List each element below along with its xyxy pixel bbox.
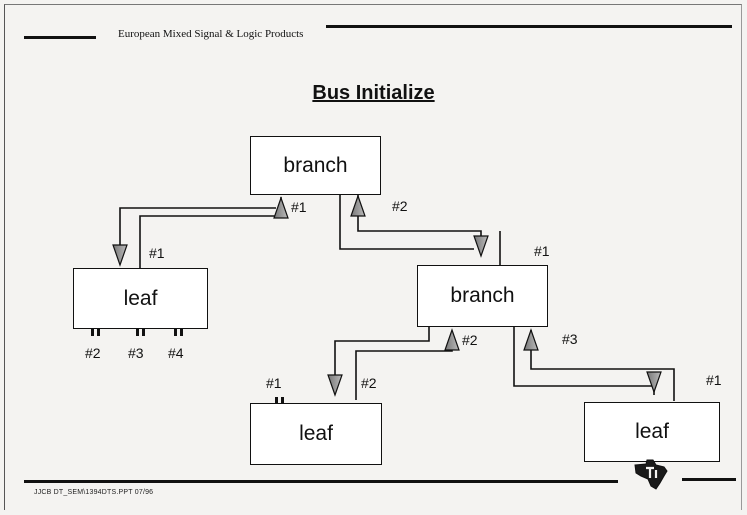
- port-label-leaf-left-4: #4: [168, 345, 184, 361]
- node-leaf-right: leaf: [584, 402, 720, 462]
- wire-branch2-to-root: [339, 195, 474, 250]
- wire-branch2-to-leaf-bottom: [334, 327, 430, 378]
- port-label-leaf-left-3: #3: [128, 345, 144, 361]
- port-label-branch2-1: #1: [534, 243, 550, 259]
- footer-rule-left: [24, 480, 618, 483]
- wire-leaf-right-to-branch2: [530, 330, 675, 401]
- port-label-root-2: #2: [392, 198, 408, 214]
- port-label-leaf-left-1: #1: [149, 245, 165, 261]
- port-stub-leaf-left-2b: [97, 328, 100, 336]
- arrow-up-root-p1: [273, 196, 289, 219]
- wire-branch2-to-leaf-right: [513, 327, 655, 395]
- port-label-root-1: #1: [291, 199, 307, 215]
- node-branch-2: branch: [417, 265, 548, 327]
- arrow-up-root-p2: [350, 194, 366, 217]
- node-branch-root: branch: [250, 136, 381, 195]
- header-rule-right: [326, 25, 732, 28]
- port-stub-leaf-left-4a: [174, 328, 177, 336]
- arrow-down-leaf-left: [112, 244, 128, 267]
- page-frame: [4, 4, 742, 510]
- port-label-branch2-3: #3: [562, 331, 578, 347]
- footer-text: JJCB DT_SEM\1394DTS.PPT 07/96: [34, 489, 154, 496]
- header-rule-left: [24, 36, 96, 39]
- arrow-down-branch2: [473, 235, 489, 258]
- port-label-branch2-2: #2: [462, 332, 478, 348]
- slide-title: Bus Initialize: [312, 82, 435, 104]
- port-stub-leaf-left-2a: [91, 328, 94, 336]
- port-stub-leaf-bottom-1a: [275, 397, 278, 405]
- wire-root-to-leaf-left: [119, 207, 276, 252]
- port-stub-leaf-bottom-1b: [281, 397, 284, 405]
- ti-logo-icon: [634, 459, 668, 490]
- wire-root-to-branch2: [357, 195, 482, 248]
- port-stub-leaf-left-3a: [136, 328, 139, 336]
- arrow-down-leaf-right: [646, 371, 662, 394]
- port-label-leaf-right-1: #1: [706, 372, 722, 388]
- port-label-leaf-bottom-1: #1: [266, 375, 282, 391]
- node-leaf-left: leaf: [73, 268, 208, 329]
- arrow-up-branch2-p2: [444, 328, 460, 351]
- node-leaf-bottom: leaf: [250, 403, 382, 465]
- arrow-down-leaf-bottom: [327, 374, 343, 397]
- header-text: European Mixed Signal & Logic Products: [118, 28, 304, 40]
- port-stub-leaf-left-3b: [142, 328, 145, 336]
- port-label-leaf-left-2: #2: [85, 345, 101, 361]
- arrow-up-branch2-p3: [523, 328, 539, 351]
- port-stub-leaf-left-4b: [180, 328, 183, 336]
- port-label-leaf-bottom-2: #2: [361, 375, 377, 391]
- footer-rule-right: [682, 478, 736, 481]
